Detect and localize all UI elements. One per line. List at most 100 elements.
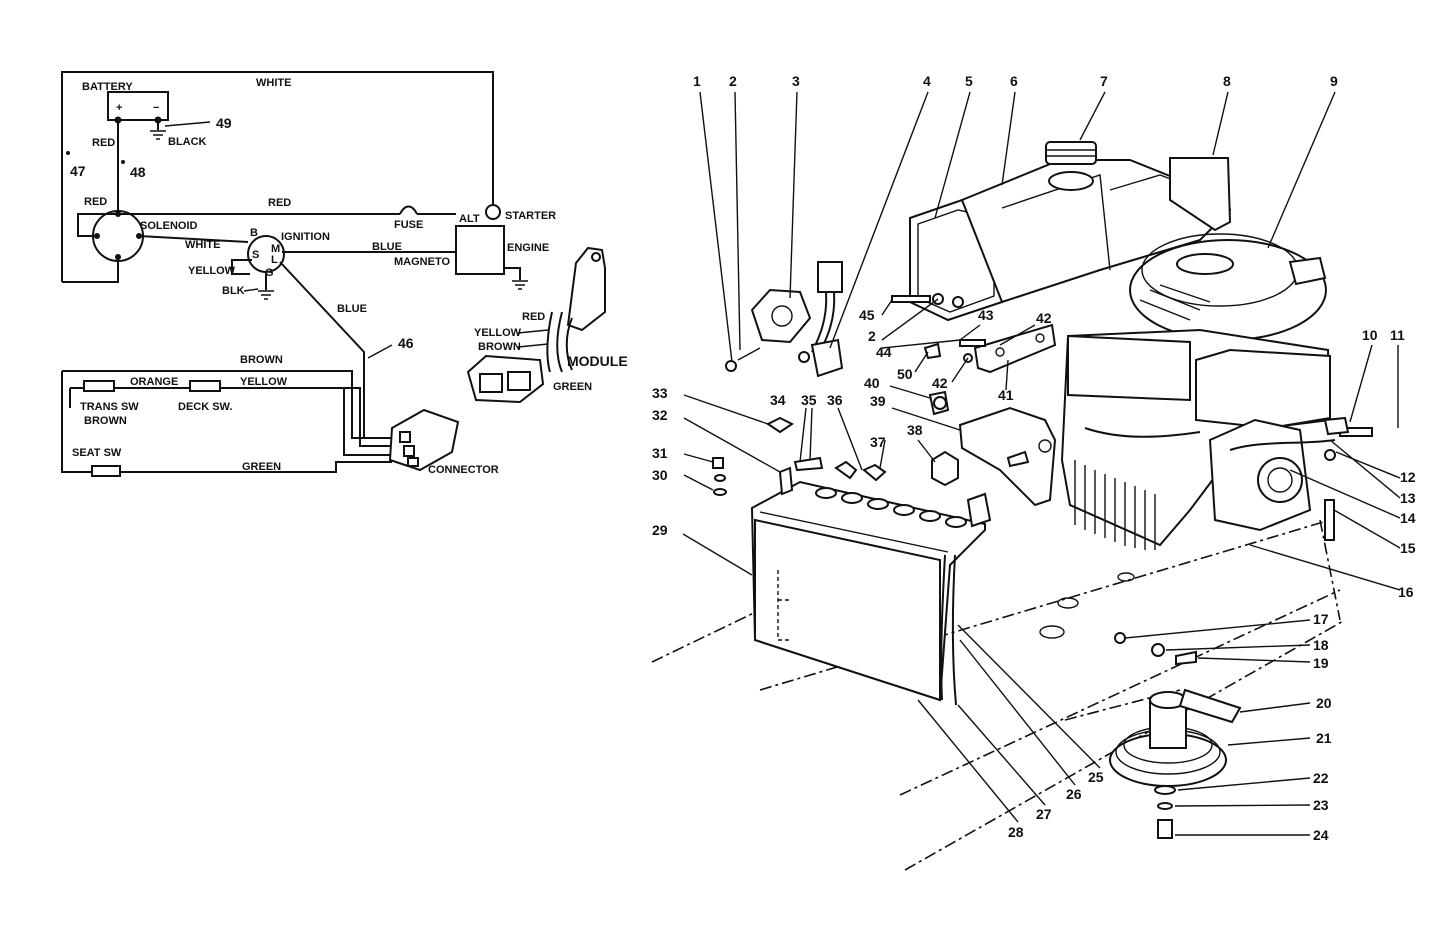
callout-40: 40 <box>864 375 880 391</box>
callout-21: 21 <box>1316 730 1332 746</box>
callout-3: 3 <box>792 73 800 89</box>
ignition-g: G <box>265 267 274 279</box>
callout-4: 4 <box>923 73 931 89</box>
leader-lines <box>682 91 1401 836</box>
callout-15: 15 <box>1400 540 1416 556</box>
trans-sw-label: TRANS SW <box>80 401 139 413</box>
engine-box <box>455 225 505 275</box>
wiring-schematic: BATTERY WHITE + − 49 RED BLACK 47 48 SOL… <box>61 71 628 477</box>
blue-wire-label-top: BLUE <box>372 241 402 253</box>
ignition-switch-part <box>725 261 844 378</box>
callout-18: 18 <box>1313 637 1329 653</box>
blue-wire-label-diag: BLUE <box>337 303 367 315</box>
battery-plus: + <box>116 102 122 114</box>
deck-sw-label: DECK SW. <box>178 401 232 413</box>
blk-label: BLK <box>222 285 245 297</box>
callout-17: 17 <box>1313 611 1329 627</box>
callout-20: 20 <box>1316 695 1332 711</box>
callout-49: 49 <box>216 115 232 131</box>
callout-24: 24 <box>1313 827 1329 843</box>
callout-30: 30 <box>652 467 668 483</box>
connector-label: CONNECTOR <box>428 464 499 476</box>
callout-36: 36 <box>827 392 843 408</box>
battery-part <box>750 466 992 706</box>
white-wire-label-solenoid: WHITE <box>185 239 220 251</box>
seat-sw-box <box>91 465 121 477</box>
red-wire-label-left: RED <box>92 137 115 149</box>
engine-label: ENGINE <box>507 242 549 254</box>
callout-6: 6 <box>1010 73 1018 89</box>
alt-label: ALT <box>459 213 480 225</box>
callout-19: 19 <box>1313 655 1329 671</box>
callout-42a: 42 <box>1036 310 1052 326</box>
brown-wire-label-switch: BROWN <box>84 415 127 427</box>
ignition-b: B <box>250 227 258 239</box>
callout-7: 7 <box>1100 73 1108 89</box>
ignition-s: S <box>252 249 259 261</box>
gas-cap-part <box>1045 141 1097 191</box>
ignition-m: M <box>271 243 280 255</box>
ignition-label: IGNITION <box>281 231 330 243</box>
white-wire-label-top: WHITE <box>256 77 291 89</box>
callout-29: 29 <box>652 522 668 538</box>
module-label: MODULE <box>567 353 628 369</box>
callout-8: 8 <box>1223 73 1231 89</box>
deck-sw-box <box>189 380 221 392</box>
green-wire-label-switch: GREEN <box>242 461 281 473</box>
callout-23: 23 <box>1313 797 1329 813</box>
callout-9: 9 <box>1330 73 1338 89</box>
callout-1: 1 <box>693 73 701 89</box>
exploded-parts-drawing: 1 2 3 4 5 6 7 8 9 10 11 12 13 14 15 16 1… <box>651 73 1416 871</box>
magneto-label: MAGNETO <box>394 256 450 268</box>
callout-43: 43 <box>978 307 994 323</box>
green-wire-label-module: GREEN <box>553 381 592 393</box>
red-wire-label-mid: RED <box>268 197 291 209</box>
callout-14: 14 <box>1400 510 1416 526</box>
fastener-parts <box>712 416 959 496</box>
callout-22: 22 <box>1313 770 1329 786</box>
callout-50: 50 <box>897 366 913 382</box>
battery-label: BATTERY <box>82 81 133 93</box>
fuse-label: FUSE <box>394 219 423 231</box>
trans-sw-box <box>83 380 115 392</box>
callout-39: 39 <box>870 393 886 409</box>
callout-27: 27 <box>1036 806 1052 822</box>
red-wire-label-module: RED <box>522 311 545 323</box>
red-wire-label-solenoid: RED <box>84 196 107 208</box>
yellow-wire-label-module: YELLOW <box>474 327 522 339</box>
callout-25: 25 <box>1088 769 1104 785</box>
callout-10: 10 <box>1362 327 1378 343</box>
callout-44: 44 <box>876 344 892 360</box>
callout-32: 32 <box>652 407 668 423</box>
callout-33: 33 <box>652 385 668 401</box>
bracket-parts <box>891 293 1057 507</box>
solenoid-circle <box>92 210 144 262</box>
starter-label: STARTER <box>505 210 556 222</box>
callout-12: 12 <box>1400 469 1416 485</box>
solenoid-label: SOLENOID <box>140 220 198 232</box>
callout-45: 45 <box>859 307 875 323</box>
module-part <box>466 246 606 404</box>
callout-5: 5 <box>965 73 973 89</box>
callout-41: 41 <box>998 387 1014 403</box>
callout-34: 34 <box>770 392 786 408</box>
callout-37: 37 <box>870 434 886 450</box>
callout-2: 2 <box>729 73 737 89</box>
callout-26: 26 <box>1066 786 1082 802</box>
yellow-wire-label-switch: YELLOW <box>240 376 288 388</box>
battery-minus: − <box>153 102 159 114</box>
callout-2b: 2 <box>868 328 876 344</box>
brown-wire-label-top: BROWN <box>240 354 283 366</box>
callout-48: 48 <box>130 164 146 180</box>
yellow-wire-label-ignition: YELLOW <box>188 265 236 277</box>
callout-46: 46 <box>398 335 414 351</box>
callout-28: 28 <box>1008 824 1024 840</box>
orange-wire-label: ORANGE <box>130 376 178 388</box>
callout-38: 38 <box>907 422 923 438</box>
engine-part <box>1060 233 1336 550</box>
brown-wire-label-module: BROWN <box>478 341 521 353</box>
callout-numbers: 1 2 3 4 5 6 7 8 9 10 11 12 13 14 15 16 1… <box>652 73 1416 843</box>
pulley-part <box>1109 416 1373 839</box>
callout-31: 31 <box>652 445 668 461</box>
callout-16: 16 <box>1398 584 1414 600</box>
